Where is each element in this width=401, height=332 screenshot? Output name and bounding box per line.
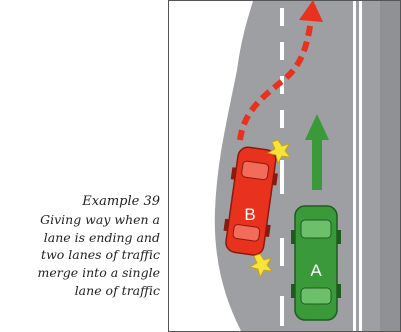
car-a-label: A xyxy=(310,261,322,280)
caption-line-3: two lanes of traffic xyxy=(41,247,160,263)
caption-line-5: lane of traffic xyxy=(74,282,160,298)
direction-arrow-shaft xyxy=(312,138,322,190)
center-line-left xyxy=(353,1,356,331)
left-edge-line xyxy=(212,0,253,332)
direction-arrow-head xyxy=(305,114,329,140)
car-b-label: B xyxy=(244,205,255,224)
caption-line-2: lane is ending and xyxy=(43,229,160,245)
warning-star-front xyxy=(266,139,291,165)
caption-title: Example 39 xyxy=(82,194,160,209)
road-shoulder xyxy=(380,1,400,331)
merge-diagram-svg: B A xyxy=(168,0,401,332)
car-a xyxy=(291,205,341,321)
merge-path-line xyxy=(237,19,314,141)
caption-line-1: Giving way when a xyxy=(40,211,160,227)
example-caption: Example 39 Giving way when a lane is end… xyxy=(0,193,160,300)
car-b xyxy=(223,146,278,256)
merge-diagram: B A xyxy=(168,0,401,332)
warning-star-rear xyxy=(248,253,273,279)
caption-line-4: merge into a single xyxy=(37,265,160,281)
merge-path-arrowhead xyxy=(299,0,323,22)
center-line-right xyxy=(359,1,362,331)
